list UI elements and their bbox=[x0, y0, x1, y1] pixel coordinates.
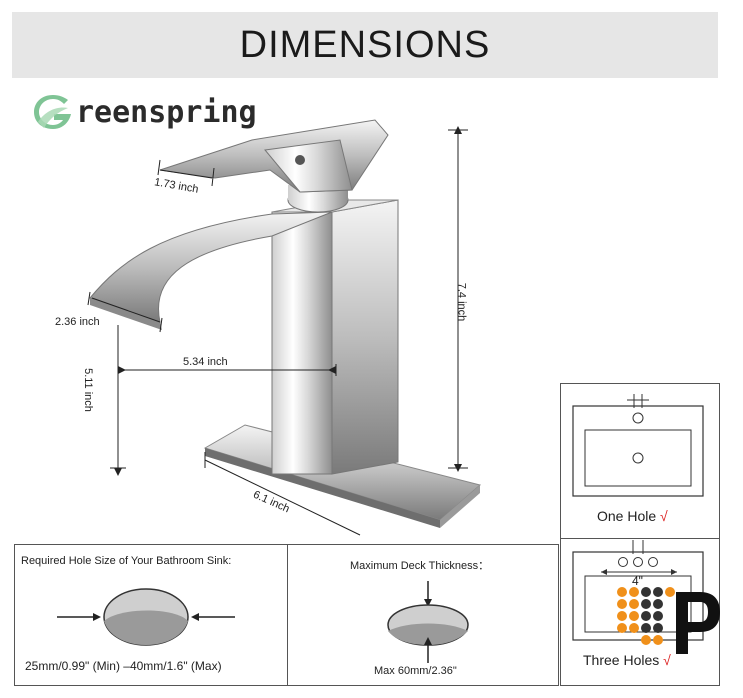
header-banner: DIMENSIONS bbox=[12, 12, 718, 78]
hole-size-title: Required Hole Size of Your Bathroom Sink… bbox=[21, 555, 232, 567]
leaf-g-icon bbox=[34, 95, 71, 129]
deck-thickness-caption: Max 60mm/2.36" bbox=[374, 665, 457, 677]
three-holes-label: Three Holes bbox=[583, 652, 660, 668]
hole-size-caption: 25mm/0.99" (Min) –40mm/1.6" (Max) bbox=[25, 659, 222, 673]
sink-divider bbox=[561, 538, 719, 539]
hole-size-panel: Required Hole Size of Your Bathroom Sink… bbox=[14, 544, 289, 686]
hole-spacing-label: 4" bbox=[632, 574, 643, 588]
hole-diagram bbox=[57, 588, 235, 646]
up-watermark-logo bbox=[617, 587, 720, 654]
brand-name: reenspring bbox=[76, 94, 257, 130]
one-hole-option: One Hole √ bbox=[597, 508, 668, 524]
sink-types-panel: One Hole √ 4" Three Holes √ bbox=[560, 383, 720, 686]
reach-label: 5.34 inch bbox=[183, 356, 228, 368]
three-holes-check-icon: √ bbox=[663, 652, 671, 668]
deck-thickness-panel: Maximum Deck Thickness： Max 60mm/2.36" bbox=[287, 544, 559, 686]
three-holes-option: Three Holes √ bbox=[583, 652, 671, 668]
deck-diagram bbox=[387, 581, 469, 663]
one-hole-check-icon: √ bbox=[660, 508, 668, 524]
total-height-label: 7.4 inch bbox=[455, 282, 468, 322]
spout-width-label: 2.36 inch bbox=[55, 316, 100, 328]
brand-logo: reenspring bbox=[32, 92, 257, 132]
page-title: DIMENSIONS bbox=[239, 23, 491, 66]
spout-height-label: 5.11 inch bbox=[81, 368, 94, 412]
one-hole-sink-diagram bbox=[572, 394, 704, 497]
one-hole-label: One Hole bbox=[597, 508, 657, 524]
deck-thickness-title: Maximum Deck Thickness： bbox=[350, 560, 490, 572]
